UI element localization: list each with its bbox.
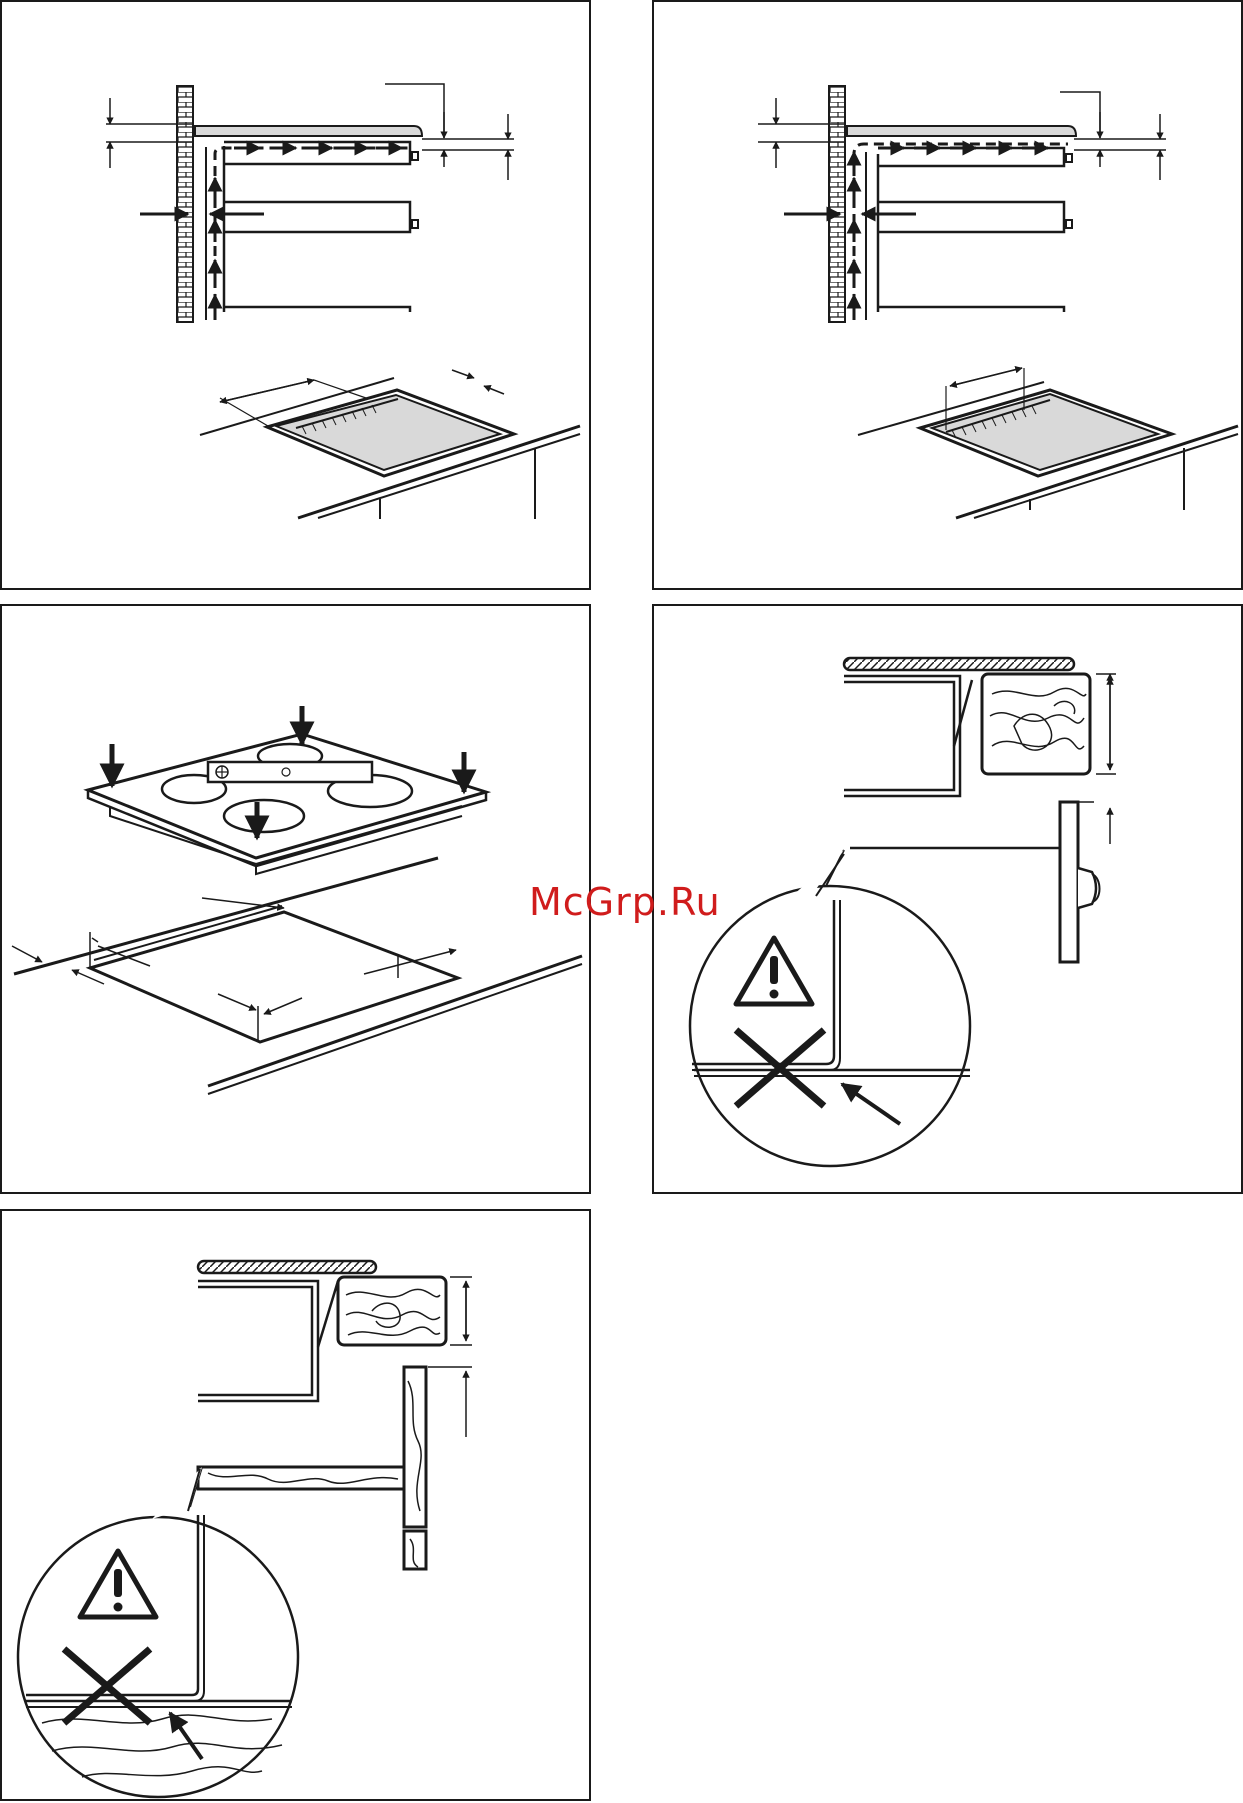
airflow-path	[215, 148, 410, 320]
ventilation-diagram	[654, 2, 1243, 592]
hob-body	[198, 1281, 318, 1401]
hob-body	[844, 676, 960, 796]
watermark: McGrp.Ru	[529, 880, 721, 924]
panel-ventilation-with-gap	[0, 0, 591, 590]
worktop-cutout-icon	[200, 370, 580, 519]
worktop	[847, 126, 1076, 136]
worktop-hatched	[198, 1261, 376, 1273]
shelf-clearance-diagram	[2, 1211, 593, 1803]
cabinet-outline	[878, 148, 1064, 312]
spirit-level-icon	[208, 762, 372, 782]
worktop-cutout-icon	[858, 368, 1238, 518]
panel-hob-placement	[0, 604, 591, 1194]
panel-shelf-clearance-warning	[0, 1209, 591, 1801]
worktop-hatched	[844, 658, 1074, 670]
hob-placement-diagram	[2, 606, 593, 1196]
hob-icon	[88, 734, 486, 874]
wall-icon	[177, 86, 193, 322]
panel-ventilation-with-vent-strip	[652, 0, 1243, 590]
magnifier-callout	[690, 850, 970, 1166]
cabinet-outline	[224, 142, 410, 312]
wood-panel	[404, 1367, 426, 1569]
wall-icon	[829, 86, 845, 322]
wood-grain-icon	[982, 674, 1090, 774]
drawer-clearance-diagram	[654, 606, 1243, 1196]
worktop	[195, 126, 422, 136]
cutout-dimension-icon	[12, 858, 582, 1094]
magnifier-callout	[18, 1467, 298, 1797]
wood-grain-icon	[338, 1277, 446, 1345]
wood-shelf	[198, 1467, 404, 1489]
ventilation-diagram	[2, 2, 593, 592]
panel-drawer-clearance-warning: McGrp.Ru	[652, 604, 1243, 1194]
